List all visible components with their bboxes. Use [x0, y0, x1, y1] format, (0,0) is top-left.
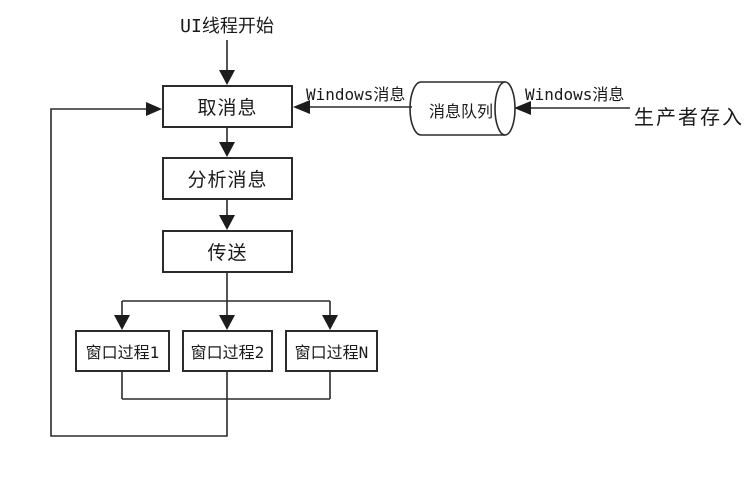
message-queue-cylinder-body: [421, 81, 505, 136]
windows-message-label-left: Windows消息: [306, 85, 406, 104]
start-label: UI线程开始: [180, 16, 274, 37]
message-queue-label: 消息队列: [428, 102, 493, 121]
producer-store-label: 生产者存入: [634, 105, 744, 129]
node-window-proc-1-label: 窗口过程1: [85, 343, 160, 362]
arrowhead-feedback: [146, 102, 162, 116]
return-bar-upper: [121, 372, 331, 400]
node-window-proc-1: 窗口过程1: [75, 330, 170, 372]
message-queue-cylinder-left-cap: [409, 81, 422, 136]
windows-message-label-right: Windows消息: [525, 85, 625, 104]
node-window-proc-n: 窗口过程N: [285, 330, 378, 372]
arrowhead-into-getmessage: [293, 100, 310, 114]
node-window-proc-2: 窗口过程2: [182, 330, 273, 372]
node-dispatch: 传送: [162, 230, 293, 273]
message-queue-cylinder-right-face: [494, 81, 516, 136]
node-get-message-label: 取消息: [197, 97, 258, 119]
node-dispatch-label: 传送: [207, 242, 248, 264]
arrowhead-start: [219, 70, 235, 85]
node-window-proc-2-label: 窗口过程2: [190, 343, 265, 362]
node-get-message: 取消息: [162, 85, 293, 128]
node-window-proc-n-label: 窗口过程N: [294, 343, 369, 362]
feedback-loop: [50, 108, 228, 437]
node-analyze-message: 分析消息: [162, 157, 293, 200]
arrowhead-dispatch: [219, 215, 235, 230]
arrowhead-analyze: [219, 142, 235, 157]
node-analyze-message-label: 分析消息: [187, 169, 268, 191]
arrowhead-proc2: [219, 315, 235, 330]
arrowhead-into-queue: [514, 101, 531, 115]
arrowhead-procn: [322, 315, 338, 330]
arrowhead-proc1: [114, 315, 130, 330]
